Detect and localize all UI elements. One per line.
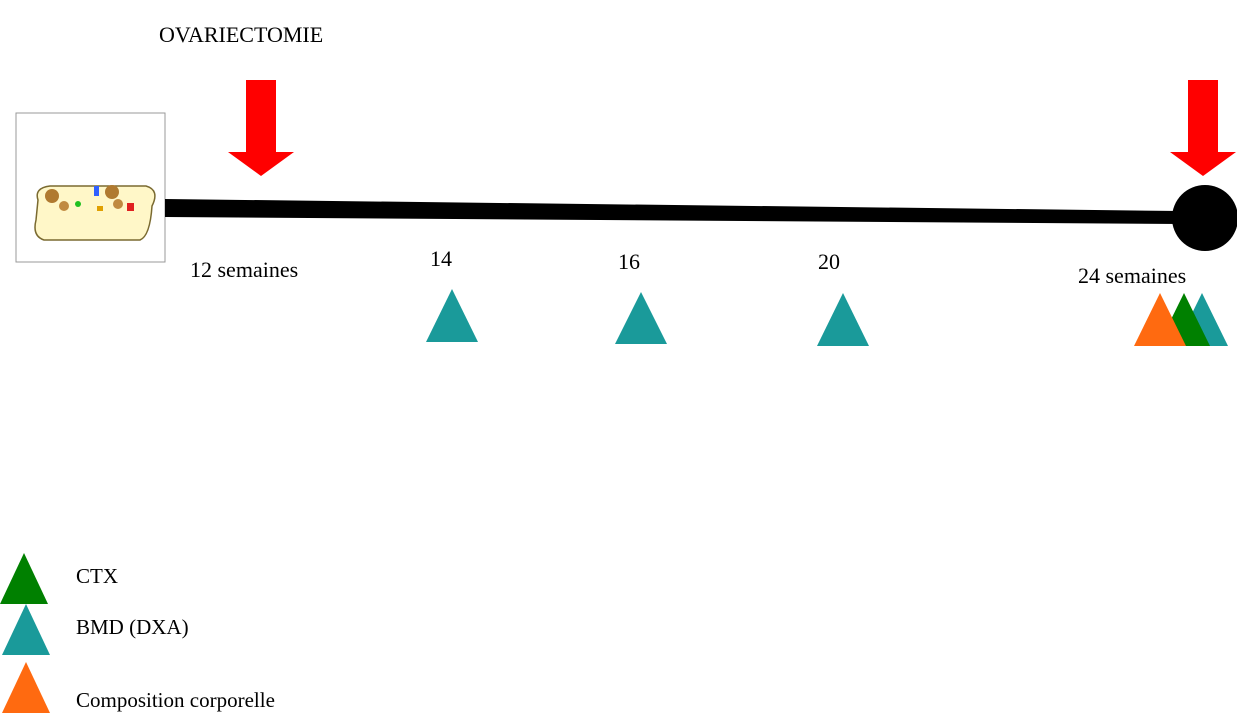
week-label-20: 20 [818, 249, 840, 274]
diagram-title: OVARIECTOMIE [159, 22, 324, 47]
start-label: 12 semaines [190, 257, 299, 282]
mouse-cage-image [15, 112, 166, 263]
ovariectomy-arrow [228, 80, 294, 176]
timeline-bar [165, 199, 1180, 224]
bmd-triangle-14 [426, 289, 478, 342]
legend-bmd-icon [2, 604, 50, 655]
timeline-end-dot [1172, 185, 1237, 251]
body-triangle-24 [1134, 293, 1186, 346]
end-arrow [1170, 80, 1236, 176]
week-label-16: 16 [618, 249, 640, 274]
end-label: 24 semaines [1078, 263, 1187, 288]
legend-ctx-label: CTX [76, 564, 118, 588]
bmd-triangle-20 [817, 293, 869, 346]
week-label-14: 14 [430, 246, 452, 271]
legend-ctx-icon [0, 553, 48, 604]
bmd-triangle-16 [615, 292, 667, 344]
legend-body-icon [2, 662, 50, 713]
legend-body-label: Composition corporelle [76, 688, 275, 712]
legend-bmd-label: BMD (DXA) [76, 615, 189, 639]
